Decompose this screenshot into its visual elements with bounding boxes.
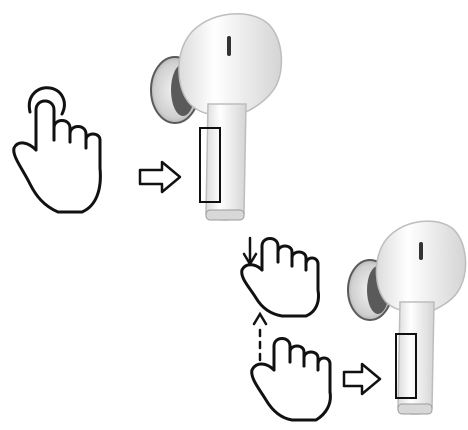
right-arrow-icon (342, 362, 382, 396)
swipe-down-hand-icon (240, 237, 320, 318)
swipe-up-hand-icon (250, 337, 332, 422)
stem-touch-area (395, 333, 417, 399)
earbud (150, 13, 283, 221)
down-arrow-icon (242, 236, 258, 267)
tap-hand-icon (12, 86, 102, 214)
right-arrow-icon (138, 160, 182, 194)
stem-touch-area (199, 127, 221, 203)
up-arrow-icon (252, 311, 268, 362)
